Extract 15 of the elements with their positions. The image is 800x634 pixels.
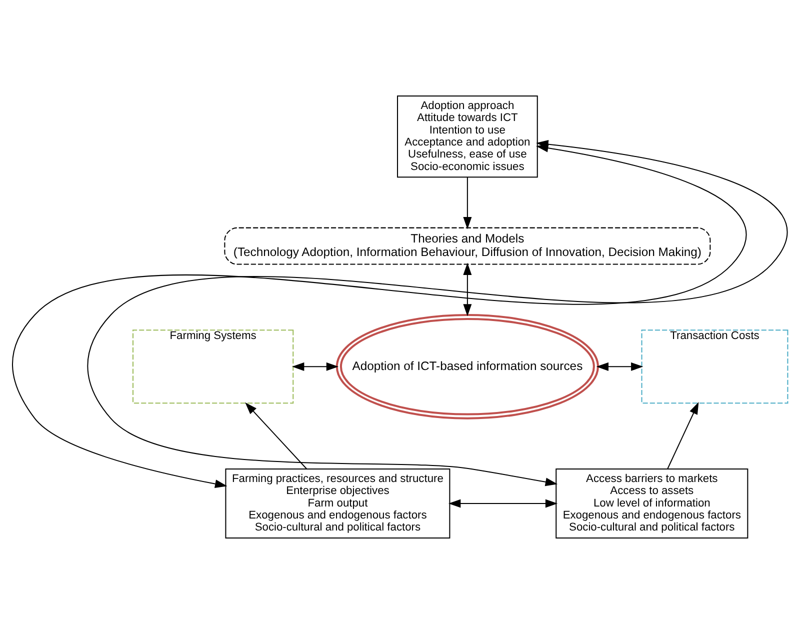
node-box: Theories and Models (Technology Adoption, Information Behaviour, Diffusion of Innovation, Decision Making) xyxy=(224,227,711,265)
arrow xyxy=(245,402,307,470)
node-box: Access barriers to markets Access to assets Low level of information Exogenous and endogenous factors Socio-cultural and political factors xyxy=(556,468,748,538)
arrow xyxy=(463,177,472,230)
arrow xyxy=(667,402,699,470)
node-box: Transaction Costs xyxy=(641,330,788,404)
arrow xyxy=(463,262,472,316)
node-box: Farming practices, resources and structure Enterprise objectives Farm output Exogenous and endogenous factors Socio-cultural and political factors xyxy=(225,468,450,538)
node-box: Adoption approach Attitude towards ICT Intention to use Acceptance and adoption Usefulness, ease of use Socio-economic issues xyxy=(397,96,538,178)
arrow xyxy=(448,499,558,508)
arrow xyxy=(292,362,339,371)
node-ellipse: Adoption of ICT-based information sources xyxy=(336,314,599,420)
node-box: Farming Systems xyxy=(132,330,294,404)
arrow xyxy=(87,140,786,486)
arrow xyxy=(596,362,644,371)
